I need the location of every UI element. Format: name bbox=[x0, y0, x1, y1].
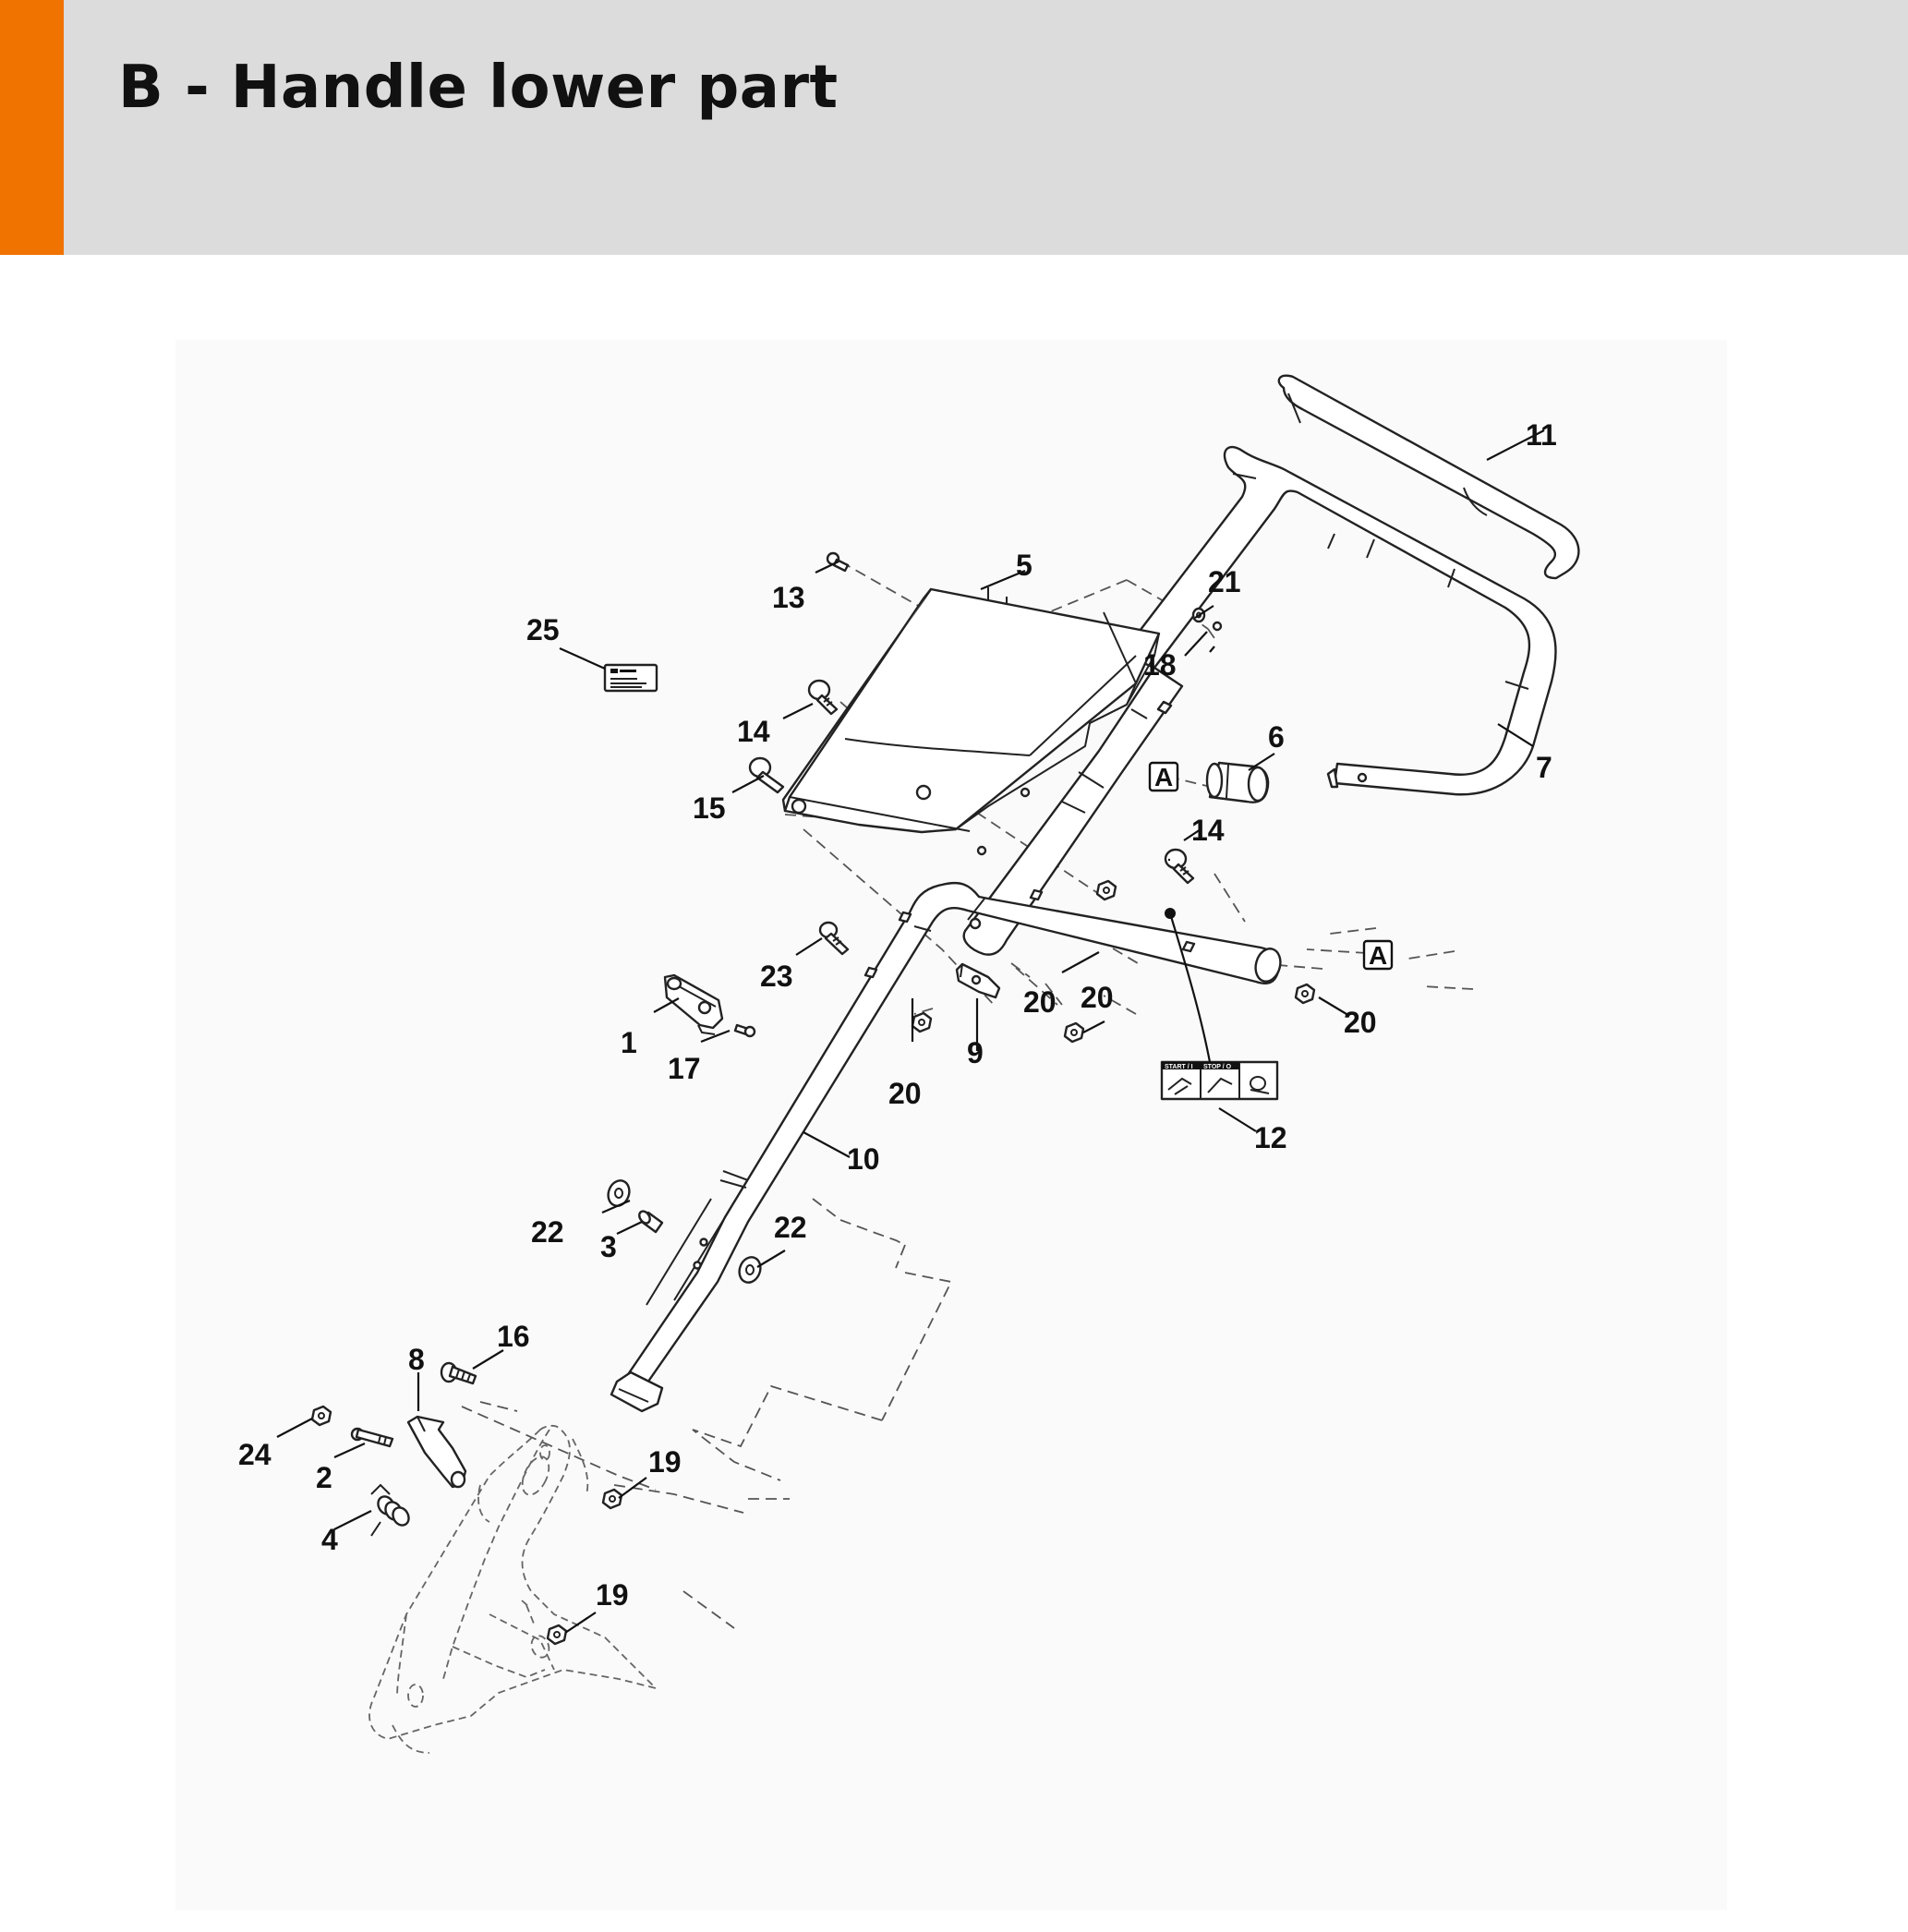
part-14-bolt-upper bbox=[807, 679, 839, 716]
part-5-cable-cover bbox=[781, 587, 1161, 834]
callout-22-left: 22 bbox=[531, 1215, 564, 1249]
callout-24: 24 bbox=[238, 1438, 272, 1471]
callout-19-upper: 19 bbox=[648, 1445, 682, 1479]
part-22-washer-left bbox=[607, 1179, 631, 1207]
callout-5: 5 bbox=[1016, 549, 1032, 582]
part-18-screw bbox=[1212, 621, 1223, 632]
mower-body-phantom bbox=[368, 1424, 658, 1754]
part-1-clamp bbox=[663, 973, 724, 1035]
exploded-parts-diagram: START / I STOP / O bbox=[175, 340, 1727, 1910]
reference-marker-a-right-text: A bbox=[1369, 941, 1387, 970]
callout-14-upper: 14 bbox=[737, 715, 770, 748]
callout-20-left: 20 bbox=[888, 1077, 922, 1110]
callout-labels: 11 7 5 13 21 18 25 14 15 6 14 23 1 17 9 … bbox=[238, 418, 1557, 1612]
part-4-spring bbox=[370, 1483, 410, 1537]
reference-marker-a-left: A bbox=[1148, 761, 1179, 792]
part-6-connector-sleeve bbox=[1205, 761, 1270, 803]
callout-20-center: 20 bbox=[1081, 981, 1114, 1014]
callout-6: 6 bbox=[1268, 720, 1285, 754]
part-3-spacer bbox=[638, 1210, 664, 1234]
sticker-stop-text: STOP / O bbox=[1203, 1064, 1232, 1070]
part-14-bolt-lower bbox=[1164, 848, 1195, 885]
reference-marker-a-right: A bbox=[1362, 939, 1394, 971]
callout-18: 18 bbox=[1143, 648, 1177, 682]
part-7-upper-handle-bar bbox=[1120, 445, 1557, 796]
part-19-nut-upper bbox=[601, 1488, 623, 1510]
callout-leaders bbox=[276, 429, 1545, 1634]
callout-25: 25 bbox=[526, 613, 560, 646]
header-bar: B - Handle lower part bbox=[0, 0, 1908, 255]
callout-7: 7 bbox=[1536, 751, 1552, 784]
sticker-start-text: START / I bbox=[1165, 1064, 1193, 1070]
part-8-lever bbox=[406, 1415, 467, 1489]
part-17-screw bbox=[733, 1023, 756, 1038]
accent-stripe bbox=[0, 0, 64, 255]
part-23-bolt bbox=[818, 921, 850, 956]
callout-9: 9 bbox=[967, 1036, 984, 1069]
reference-marker-a-left-text: A bbox=[1154, 763, 1173, 791]
part-9-cable-clip bbox=[955, 962, 1001, 999]
page-title: B - Handle lower part bbox=[118, 54, 839, 122]
part-20-nut-c bbox=[911, 1011, 933, 1033]
callout-13: 13 bbox=[772, 581, 805, 614]
callout-22-right: 22 bbox=[774, 1211, 807, 1244]
callout-11: 11 bbox=[1526, 418, 1557, 452]
part-24-nut bbox=[310, 1405, 332, 1427]
callout-8: 8 bbox=[408, 1343, 425, 1376]
callout-12: 12 bbox=[1254, 1121, 1287, 1154]
part-10-lower-handle-tube bbox=[610, 881, 1282, 1413]
callout-4: 4 bbox=[321, 1523, 338, 1556]
callout-20-mid: 20 bbox=[1023, 985, 1057, 1019]
part-22-washer-right bbox=[738, 1256, 762, 1284]
part-11-handle-grip bbox=[1277, 374, 1580, 580]
callout-17: 17 bbox=[668, 1052, 701, 1085]
part-19-nut-lower bbox=[546, 1624, 568, 1646]
callout-10: 10 bbox=[847, 1142, 880, 1176]
callout-2: 2 bbox=[316, 1461, 332, 1494]
part-15-bolt bbox=[748, 756, 785, 794]
callout-23: 23 bbox=[760, 960, 793, 993]
upper-tube-lower-section bbox=[962, 666, 1184, 956]
part-2-bolt bbox=[350, 1427, 394, 1448]
part-16-bolt bbox=[440, 1361, 477, 1385]
part-20-nut-d bbox=[1294, 983, 1316, 1005]
callout-16: 16 bbox=[497, 1320, 530, 1353]
callout-14-lower: 14 bbox=[1191, 814, 1225, 847]
part-12-start-stop-sticker: START / I STOP / O bbox=[1160, 1060, 1279, 1101]
callout-15: 15 bbox=[693, 791, 726, 825]
callout-1: 1 bbox=[621, 1026, 637, 1059]
part-20-nut-a bbox=[1095, 879, 1117, 901]
part-20-nut-b bbox=[1063, 1021, 1085, 1044]
part-25-label bbox=[603, 663, 658, 693]
callout-19-lower: 19 bbox=[596, 1578, 629, 1612]
callout-3: 3 bbox=[600, 1230, 617, 1263]
diagram-canvas: START / I STOP / O bbox=[238, 374, 1580, 1754]
callout-20-right: 20 bbox=[1344, 1006, 1377, 1039]
callout-21: 21 bbox=[1208, 565, 1241, 598]
